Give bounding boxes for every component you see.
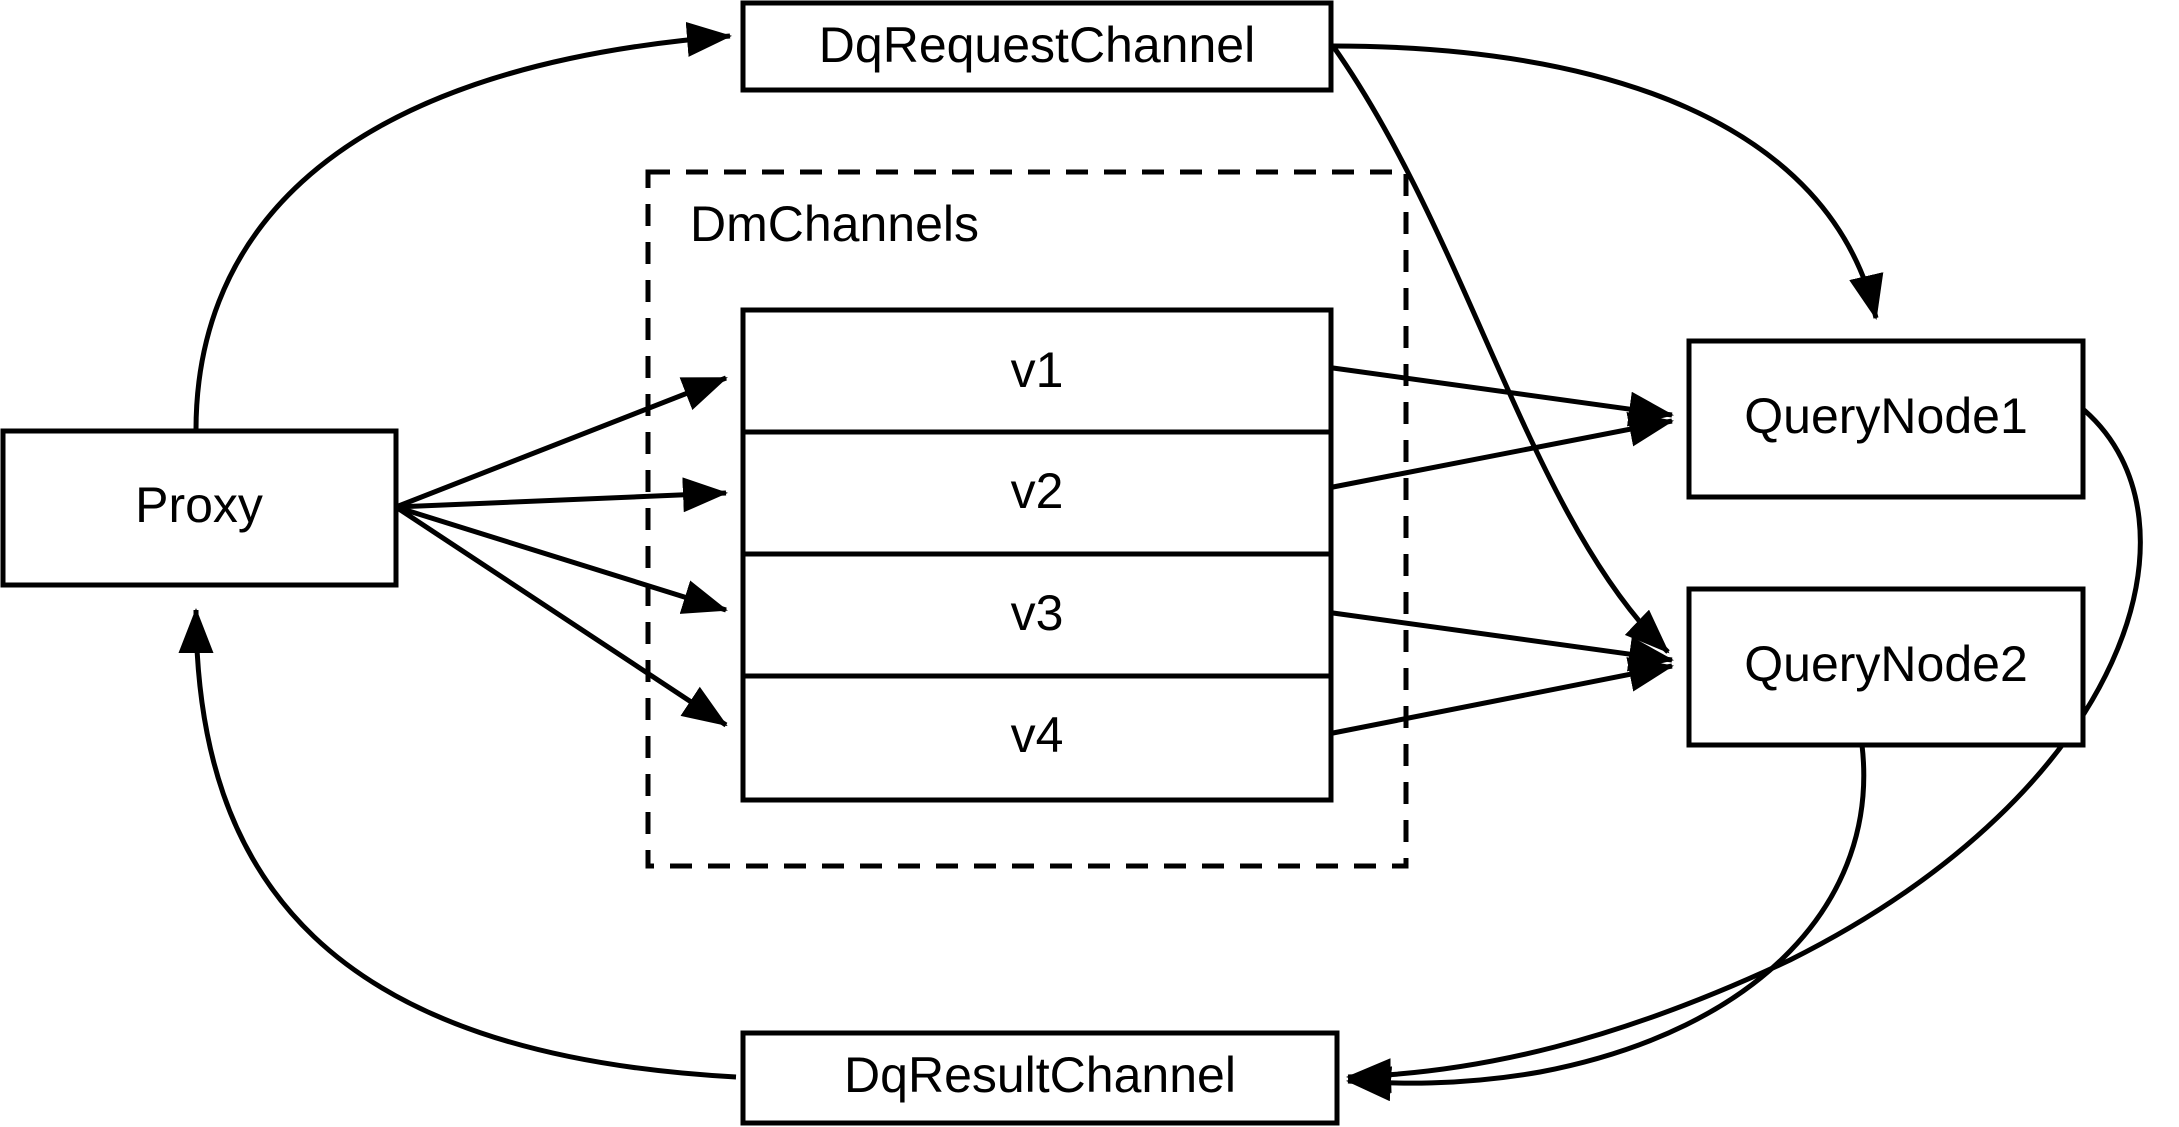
channel-row-v2[interactable]: v2 <box>1011 463 1064 519</box>
node-dqrequestchannel[interactable] <box>740 0 1334 93</box>
channel-row-v4[interactable]: v4 <box>1011 707 1064 763</box>
edge-v4-to-querynode2 <box>1332 657 1674 736</box>
edge-proxy-to-v2 <box>395 477 728 513</box>
edge-v3-to-querynode2 <box>1332 610 1674 672</box>
edge-proxy-to-v1 <box>395 375 728 510</box>
channel-row-v3[interactable]: v3 <box>1011 585 1064 641</box>
edge-querynode2-to-dqresultchannel <box>1346 744 1867 1102</box>
edge-dqresultchannel-to-proxy <box>178 608 737 1080</box>
node-dqresultchannel-label: DqResultChannel <box>844 1047 1236 1103</box>
edge-querynode1-to-dqresultchannel <box>1346 408 2143 1094</box>
node-querynode2-label: QueryNode2 <box>1744 636 2028 692</box>
edge-v2-to-querynode1 <box>1332 412 1674 490</box>
node-querynode2[interactable] <box>1686 586 2086 748</box>
edge-dqrequestchannel-to-querynode1 <box>1332 43 1884 320</box>
dmchannels-group-label: DmChannels <box>690 196 979 252</box>
edge-v1-to-querynode1 <box>1332 365 1674 427</box>
edge-proxy-to-v3 <box>395 504 728 614</box>
edge-proxy-to-dqrequestchannel <box>193 21 732 431</box>
edge-proxy-to-v4 <box>394 504 728 728</box>
node-proxy-label: Proxy <box>135 477 263 533</box>
channel-row-v1[interactable]: v1 <box>1011 342 1064 398</box>
dmchannels-group <box>645 169 1409 869</box>
node-dqrequestchannel-label: DqRequestChannel <box>819 17 1255 73</box>
edge-dqrequestchannel-to-querynode2 <box>1330 44 1670 654</box>
node-querynode1-label: QueryNode1 <box>1744 388 2028 444</box>
node-dqresultchannel[interactable] <box>740 1030 1340 1126</box>
node-proxy[interactable] <box>0 428 399 588</box>
node-querynode1[interactable] <box>1686 338 2086 500</box>
